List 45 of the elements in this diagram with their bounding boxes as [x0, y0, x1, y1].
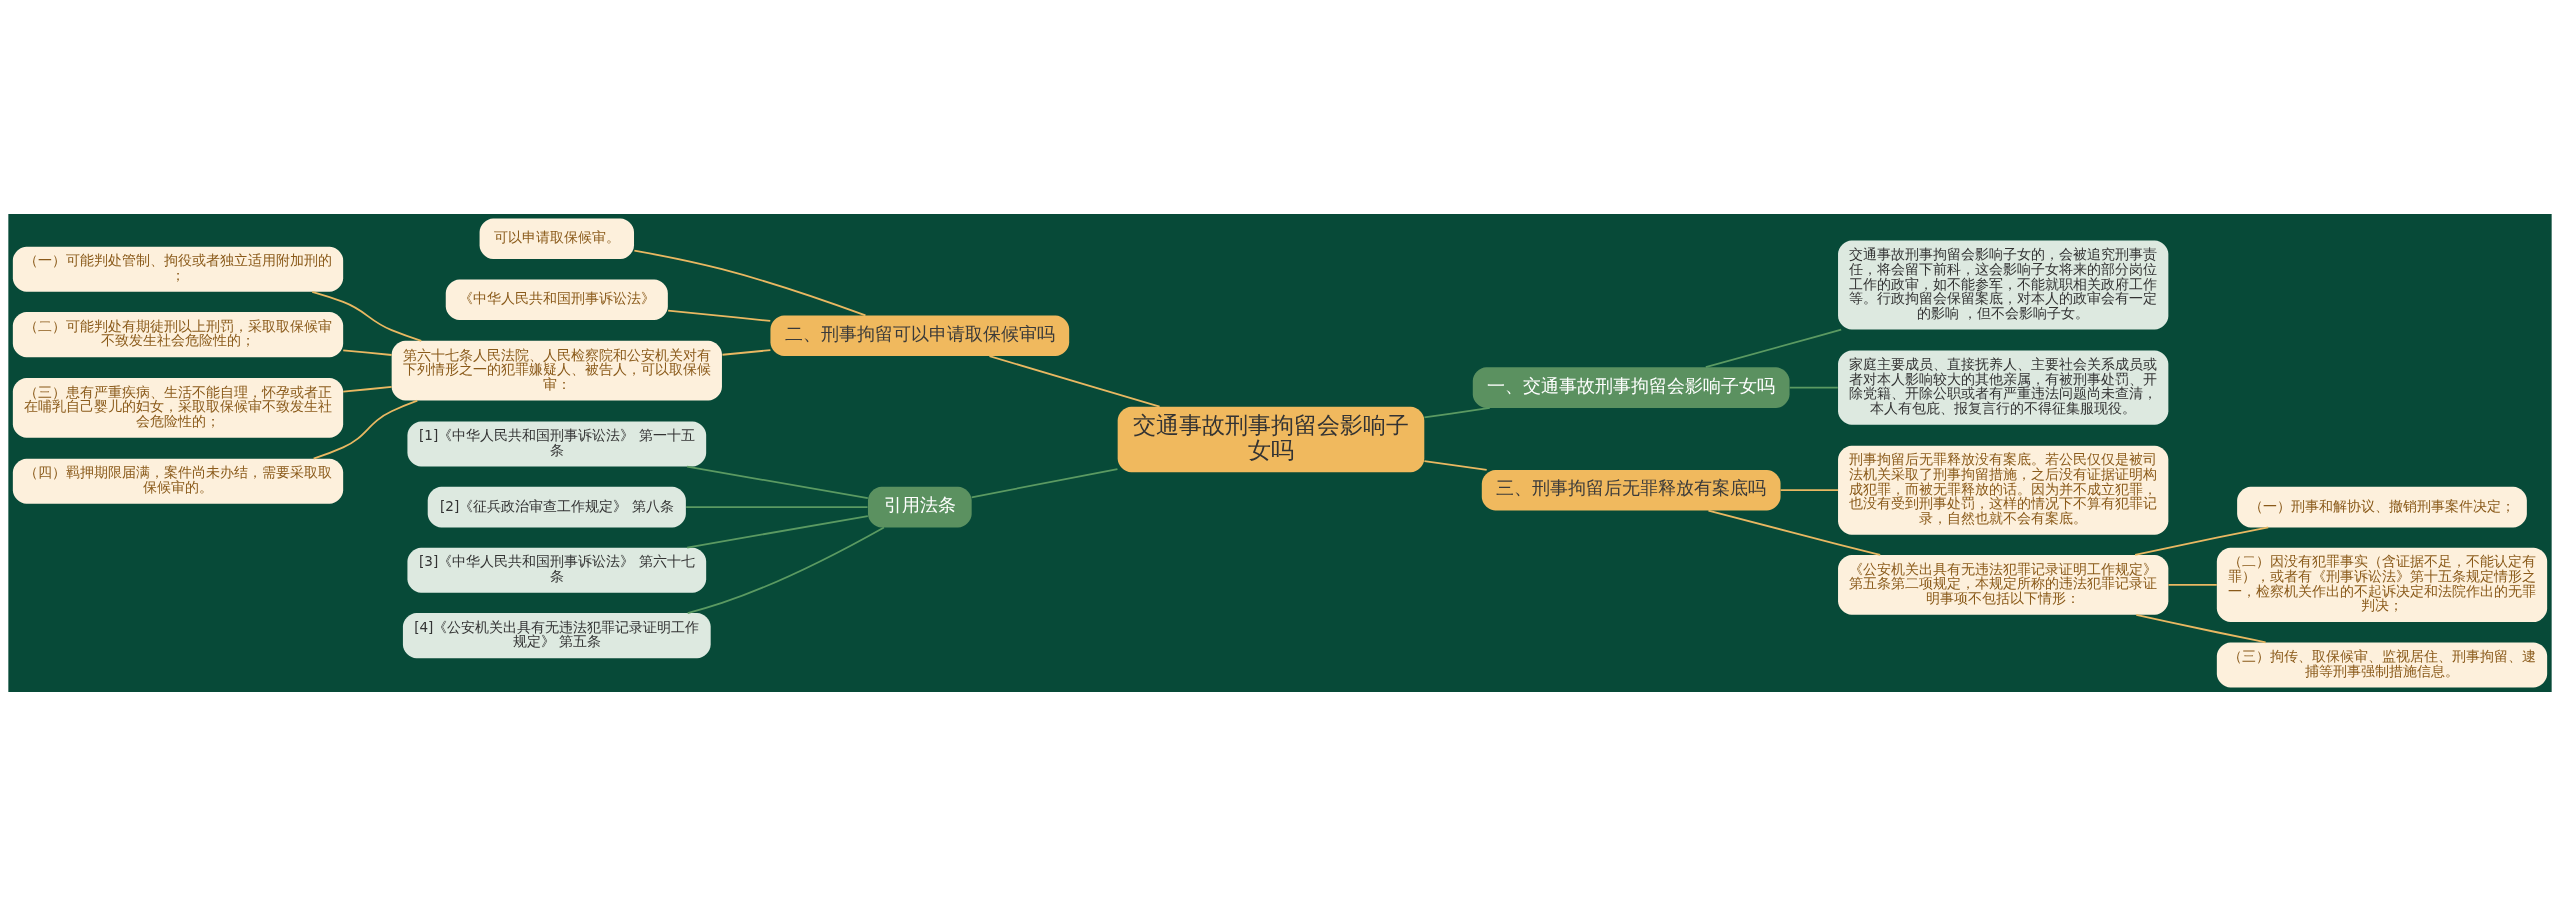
node-box: [4]《公安机关出具有无违法犯罪记录证明工作规定》 第五条: [402, 612, 711, 658]
connector: [2167, 583, 2218, 586]
node-box: 可以申请取保候审。: [479, 218, 634, 259]
node-box: （二）可能判处有期徒刑以上刑罚，采取取保候审不致发生社会危险性的；: [12, 311, 344, 357]
node-box: 交通事故刑事拘留会影响子女吗: [1117, 406, 1425, 472]
node-box: 一、交通事故刑事拘留会影响子女吗: [1472, 366, 1790, 408]
connector: [970, 467, 1119, 498]
connector: [1423, 459, 1488, 471]
connector: [1788, 386, 1839, 388]
node-box: 刑事拘留后无罪释放没有案底。若公民仅仅是被司法机关采取了刑事拘留措施，之后没有证据证明构成犯罪，而被无罪释放的话。因为并不成立犯罪，也没有受到刑事处罚，这样的情况下不算有犯罪记录，自然也就不会有案底。: [1838, 445, 2169, 535]
node-box: （三）患有严重疾病、生活不能自理，怀孕或者正在哺乳自己婴儿的妇女，采取取保候审不致发生社会危险性的；: [12, 377, 344, 438]
connector: [342, 385, 393, 393]
connector: [1423, 406, 1491, 418]
connector: [667, 309, 772, 322]
connector: [988, 354, 1161, 408]
connector: [312, 399, 419, 459]
connector: [1704, 328, 1843, 368]
node-box: [2]《征兵政治审查工作规定》 第八条: [427, 486, 686, 527]
connector: [686, 514, 869, 549]
connector: [721, 348, 772, 356]
connector: [1707, 509, 1882, 556]
connector: [2134, 526, 2270, 556]
node-box: [3]《中华人民共和国刑事诉讼法》 第六十七条: [407, 547, 707, 593]
node-box: 交通事故刑事拘留会影响子女的，会被追究刑事责任，将会留下前科，这会影响子女将来的部分岗位工作的政审，如不能参军，不能就职相关政府工作等。行政拘留会保留案底，对本人的政审会有一定的影响 ，但不会影响子女。: [1838, 240, 2169, 330]
connector: [633, 249, 867, 316]
node-box: 三、刑事拘留后无罪释放有案底吗: [1481, 469, 1781, 510]
node-box: 《公安机关出具有无违法犯罪记录证明工作规定》第五条第二项规定，本规定所称的违法犯罪记录证明事项不包括以下情形：: [1838, 554, 2169, 615]
node-box: 《中华人民共和国刑事诉讼法》: [445, 278, 668, 320]
node-box: （二）因没有犯罪事实（含证据不足，不能认定有罪），或者有《刑事诉讼法》第十五条规定情形之一，检察机关作出的不起诉决定和法院作出的无罪判决；: [2216, 547, 2548, 622]
connector: [2135, 613, 2267, 643]
node-box: （三）拘传、取保候审、监视居住、刑事拘留、逮捕等刑事强制措施信息。: [2216, 641, 2548, 687]
connector: [342, 348, 393, 356]
node-box: （一）可能判处管制、拘役或者独立适用附加刑的；: [12, 246, 344, 292]
connector: [1779, 488, 1839, 491]
node-box: 第六十七条人民法院、人民检察院和公安机关对有下列情形之一的犯罪嫌疑人、被告人，可以取保候审：: [391, 340, 722, 401]
connector: [311, 290, 423, 342]
node-box: 引用法条: [867, 486, 972, 527]
node-box: （四）羁押期限届满，案件尚未办结，需要采取取保候审的。: [12, 458, 344, 504]
node-box: 家庭主要成员、直接抚养人、主要社会关系成员或者对本人影响较大的其他亲属，有被刑事处罚、开除党籍、开除公职或者有严重违法问题尚未查清，本人有包庇、报复言行的不得征集服现役。: [1838, 349, 2169, 425]
connector: [686, 465, 869, 499]
connector: [685, 505, 869, 508]
connector: [686, 526, 885, 614]
node-box: 二、刑事拘留可以申请取保候审吗: [770, 314, 1070, 356]
node-box: [1]《中华人民共和国刑事诉讼法》 第一十五条: [407, 420, 707, 467]
node-box: （一）刑事和解协议、撤销刑事案件决定；: [2237, 486, 2527, 527]
